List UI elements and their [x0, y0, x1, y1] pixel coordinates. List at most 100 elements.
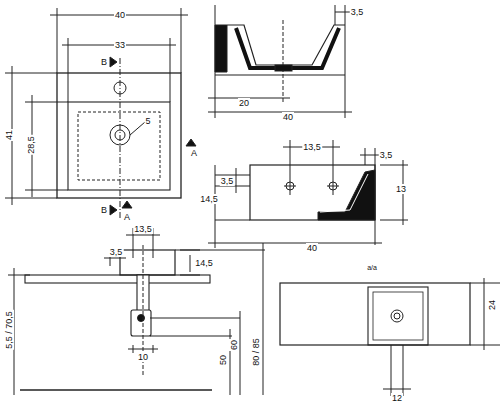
drawing-stroke — [470, 283, 500, 284]
dimension-label: B — [100, 57, 108, 67]
drawing-stroke — [180, 275, 200, 276]
drawing-stroke — [104, 258, 126, 259]
dimension-label: 5,5 / 70,5 — [4, 310, 14, 350]
drawing-stroke — [380, 220, 408, 221]
drawing-stroke — [373, 292, 423, 340]
drawing-stroke — [290, 140, 291, 195]
dimension-label: 40 — [114, 10, 126, 20]
drawing-stroke — [25, 190, 68, 191]
dimension-label: 3,5 — [109, 247, 124, 257]
drawing-stroke — [131, 310, 151, 336]
drawing-stroke — [360, 155, 380, 156]
drawing-stroke — [292, 28, 339, 68]
drawing-stroke — [170, 38, 171, 102]
drawing-stroke — [208, 243, 382, 244]
drawing-stroke — [335, 5, 336, 25]
drawing-stroke — [327, 186, 339, 187]
dimension-label: 24 — [487, 299, 497, 311]
dimension-label: 3,5 — [220, 176, 235, 186]
drawing-stroke — [57, 73, 181, 198]
dimension-label: 20 — [238, 98, 250, 108]
counter-plan-view — [280, 278, 500, 396]
drawing-stroke — [368, 287, 428, 345]
drawing-stroke — [186, 139, 196, 146]
drawing-stroke — [470, 345, 500, 346]
drawing-stroke — [345, 5, 346, 118]
drawing-stroke — [130, 122, 145, 135]
drawing-stroke — [283, 20, 284, 104]
drawing-stroke — [150, 336, 232, 337]
drawing-stroke — [236, 168, 237, 193]
drawing-stroke — [215, 25, 227, 72]
drawing-stroke — [333, 140, 334, 195]
drawing-stroke — [5, 73, 57, 74]
dimension-label: A — [123, 212, 131, 222]
dimension-label: 5 — [144, 116, 151, 126]
drawing-stroke — [128, 349, 158, 350]
dimension-label: 40 — [306, 243, 318, 253]
drawing-stroke — [68, 102, 170, 190]
dimension-label: 13 — [395, 184, 407, 194]
dimension-label: 14,5 — [194, 258, 214, 268]
drawing-stroke — [403, 345, 404, 396]
dimension-label: A — [190, 148, 198, 158]
dimension-label: a/a — [366, 263, 378, 273]
dimension-label: 3,5 — [379, 150, 394, 160]
drawing-stroke — [240, 311, 241, 395]
dimension-label: 13,5 — [133, 224, 153, 234]
dimension-label: 33 — [114, 40, 126, 50]
drawing-stroke — [110, 57, 117, 67]
drawing-stroke — [215, 74, 345, 75]
drawing-stroke — [365, 148, 366, 165]
drawing-stroke — [263, 243, 264, 395]
drawing-stroke — [175, 250, 265, 251]
drawing-stroke — [394, 313, 400, 319]
drawing-stroke — [68, 38, 69, 102]
drawing-stroke — [110, 205, 117, 215]
drawing-stroke — [318, 170, 375, 220]
drawing-stroke — [20, 389, 212, 391]
dimension-label: 50 — [218, 354, 228, 366]
plan-view — [5, 8, 196, 218]
drawing-stroke — [181, 8, 182, 73]
dimension-label: 12 — [391, 393, 403, 403]
dimension-label: 3,5 — [350, 7, 365, 17]
dimension-label: 28,5 — [26, 135, 36, 155]
drawing-stroke — [236, 28, 275, 68]
drawing-stroke — [190, 255, 191, 272]
section-view — [208, 5, 352, 118]
drawing-stroke — [25, 102, 68, 103]
drawing-stroke — [484, 278, 485, 350]
dimension-label: 60 — [229, 339, 239, 351]
dimension-label: 13,5 — [302, 142, 322, 152]
drawing-stroke — [391, 310, 403, 322]
drawing-stroke — [250, 165, 375, 220]
drawing-stroke — [383, 389, 411, 390]
front-section-view — [208, 140, 408, 248]
dimension-label: 80 / 85 — [251, 337, 261, 367]
drawing-stroke — [391, 345, 392, 396]
drawing-stroke — [208, 112, 352, 113]
drawing-stroke — [126, 235, 160, 236]
drawing-stroke — [120, 250, 175, 275]
drawing-stroke — [25, 275, 210, 283]
drawing-stroke — [122, 201, 132, 208]
dimension-label: 10 — [137, 352, 149, 362]
dimension-label: 14,5 — [199, 194, 219, 204]
drawing-stroke — [57, 8, 58, 73]
drawing-stroke — [8, 275, 30, 276]
dimension-label: 41 — [4, 129, 14, 141]
installation-view — [8, 228, 265, 395]
drawing-stroke — [275, 65, 292, 71]
drawing-stroke — [280, 283, 470, 345]
dimension-label: 40 — [282, 112, 294, 122]
drawing-stroke — [215, 165, 216, 248]
drawing-stroke — [5, 198, 57, 199]
drawing-stroke — [78, 112, 160, 180]
drawing-stroke — [120, 58, 121, 218]
drawing-stroke — [284, 186, 296, 187]
dimension-label: B — [100, 205, 108, 215]
drawing-stroke — [320, 174, 368, 212]
